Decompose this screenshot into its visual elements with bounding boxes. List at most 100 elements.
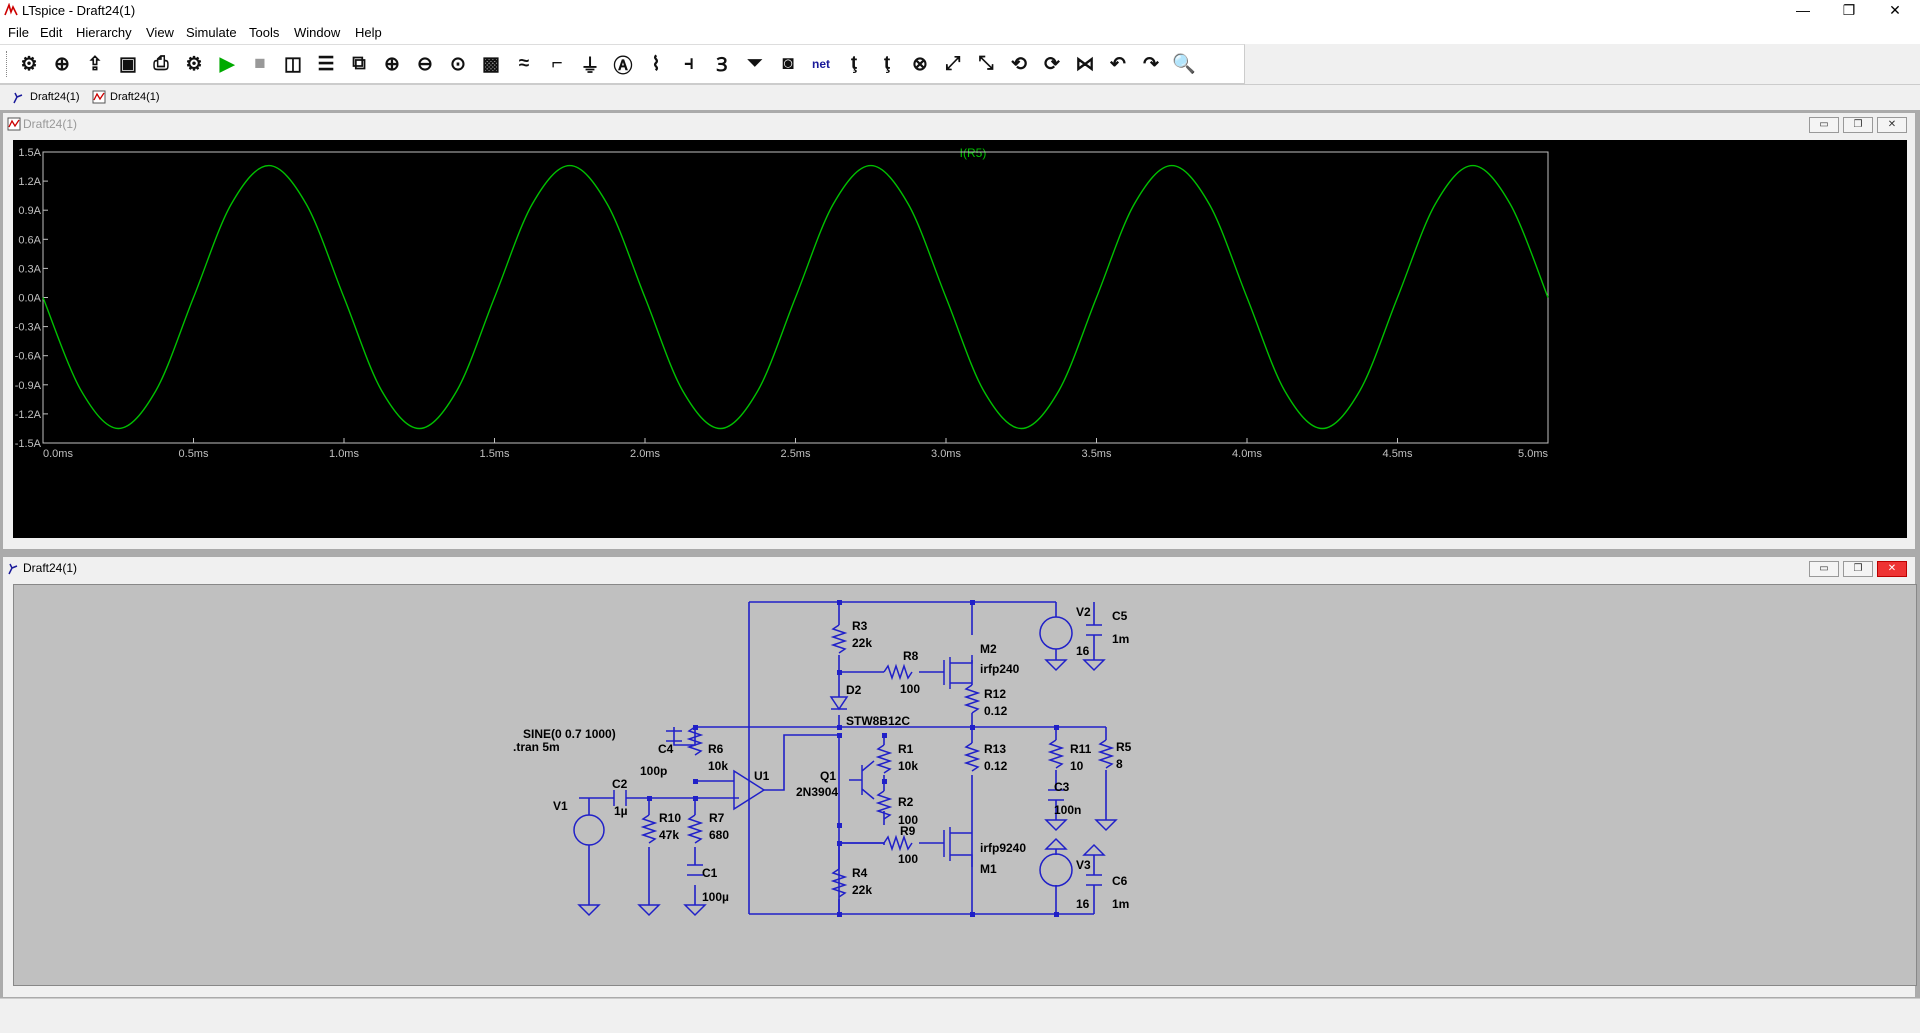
value-R9[interactable]: 100 <box>898 852 918 866</box>
move-icon[interactable]: ţ <box>850 53 858 74</box>
value-C6[interactable]: 1m <box>1112 897 1129 911</box>
schematic-close-button[interactable]: ✕ <box>1877 561 1907 577</box>
menu-window[interactable]: Window <box>294 25 341 40</box>
menu-help[interactable]: Help <box>355 25 382 40</box>
value-R6[interactable]: 10k <box>708 759 728 773</box>
net-icon[interactable]: net <box>812 57 830 71</box>
autorange-icon[interactable]: ≈ <box>518 53 530 74</box>
menu-hierarchy[interactable]: Hierarchy <box>76 25 132 40</box>
tile-vertical-icon[interactable]: ◫ <box>284 53 302 75</box>
tile-horizontal-icon[interactable]: ☰ <box>317 53 335 75</box>
schematic-restore-button[interactable]: ❐ <box>1843 561 1873 577</box>
ground-icon[interactable]: ⏚ <box>580 55 600 77</box>
menu-edit[interactable]: Edit <box>40 25 63 40</box>
label-C2[interactable]: C2 <box>612 777 628 791</box>
label-R11[interactable]: R11 <box>1070 742 1092 756</box>
schematic-minimize-button[interactable]: ▭ <box>1809 561 1839 577</box>
directive-tran[interactable]: .tran 5m <box>513 740 560 754</box>
label-C6[interactable]: C6 <box>1112 874 1128 888</box>
capacitor-icon[interactable]: ⫞ <box>684 53 694 74</box>
value-C4[interactable]: 100p <box>640 764 667 778</box>
play-icon[interactable]: ▶ <box>219 53 235 75</box>
value-M1[interactable]: irfp9240 <box>980 841 1026 855</box>
undo-icon[interactable]: ↶ <box>1110 53 1126 75</box>
label-M1[interactable]: M1 <box>980 862 997 876</box>
zoom-in-icon[interactable]: ⊕ <box>384 53 400 75</box>
label-C4[interactable]: C4 <box>658 742 674 756</box>
label-R4[interactable]: R4 <box>852 866 868 880</box>
value-C1[interactable]: 100µ <box>702 890 729 904</box>
maximize-button[interactable]: ❐ <box>1842 2 1856 18</box>
find-icon[interactable]: 🔍 <box>1172 54 1196 75</box>
value-M2[interactable]: irfp240 <box>980 662 1020 676</box>
label-R10[interactable]: R10 <box>659 811 681 825</box>
series-line-I(R5)[interactable] <box>42 164 1549 430</box>
waveform-minimize-button[interactable]: ▭ <box>1809 117 1839 133</box>
wire-icon[interactable]: ⌐ <box>551 53 563 74</box>
value-C5[interactable]: 1m <box>1112 632 1129 646</box>
value-R2[interactable]: 100 <box>898 813 918 827</box>
value-R5[interactable]: 8 <box>1116 757 1123 771</box>
copy-icon[interactable]: ⤢ <box>945 53 961 74</box>
delete-icon[interactable]: ⊗ <box>912 53 928 75</box>
open-icon[interactable]: ⇪ <box>87 53 103 75</box>
zoom-out-icon[interactable]: ⊖ <box>417 53 433 75</box>
close-button[interactable]: ✕ <box>1889 2 1901 18</box>
menu-simulate[interactable]: Simulate <box>186 25 237 40</box>
label-R5[interactable]: R5 <box>1116 740 1132 754</box>
value-R7[interactable]: 680 <box>709 828 729 842</box>
value-Q1[interactable]: 2N3904 <box>796 785 838 799</box>
inductor-icon[interactable]: Ɜ <box>716 55 728 76</box>
label-R2[interactable]: R2 <box>898 795 914 809</box>
diode-icon[interactable]: ⏷ <box>747 53 763 74</box>
label-C3[interactable]: C3 <box>1054 780 1070 794</box>
schematic-canvas[interactable]: SINE(0 0.7 1000) .tran 5m R3 22k R8 100 … <box>13 584 1917 986</box>
waveform-close-button[interactable]: ✕ <box>1877 117 1907 133</box>
label-R7[interactable]: R7 <box>709 811 725 825</box>
label-M2[interactable]: M2 <box>980 642 997 656</box>
redo-icon[interactable]: ↷ <box>1143 53 1159 75</box>
minimize-button[interactable]: — <box>1796 2 1810 18</box>
mirror-icon[interactable]: ⟳ <box>1044 53 1060 75</box>
menu-file[interactable]: File <box>8 25 29 40</box>
label-V2[interactable]: V2 <box>1076 605 1091 619</box>
drag-icon[interactable]: ţ <box>883 53 891 74</box>
value-V3[interactable]: 16 <box>1076 897 1090 911</box>
value-R10[interactable]: 47k <box>659 828 679 842</box>
value-V2[interactable]: 16 <box>1076 644 1090 658</box>
label-R12[interactable]: R12 <box>984 687 1006 701</box>
label-C5[interactable]: C5 <box>1112 609 1128 623</box>
control-panel-icon[interactable]: ⚙ <box>20 53 38 75</box>
schematic-window-titlebar[interactable]: Draft24(1) ▭ ❐ ✕ <box>3 557 1915 579</box>
menu-tools[interactable]: Tools <box>249 25 280 40</box>
waveform-plot[interactable]: I(R5) 1.5A1.2A0.9A0.6A0.3A0.0A-0.3A-0.6A… <box>13 140 1907 538</box>
trace-label[interactable]: I(R5) <box>960 146 987 160</box>
resistor-icon[interactable]: ⌇ <box>651 53 661 75</box>
value-R4[interactable]: 22k <box>852 883 872 897</box>
label-Q1[interactable]: Q1 <box>820 769 836 783</box>
toolbar-grip[interactable] <box>6 51 10 77</box>
value-R1[interactable]: 10k <box>898 759 918 773</box>
waveform-restore-button[interactable]: ❐ <box>1843 117 1873 133</box>
schematic-drawing[interactable]: SINE(0 0.7 1000) .tran 5m R3 22k R8 100 … <box>14 585 1916 985</box>
label-V3[interactable]: V3 <box>1076 858 1091 872</box>
components[interactable] <box>573 616 1118 917</box>
run-icon[interactable]: ⚙ <box>185 53 203 75</box>
flip-icon[interactable]: ⋈ <box>1075 53 1095 75</box>
halt-icon[interactable]: ■ <box>254 53 266 74</box>
value-D2[interactable]: STW8B12C <box>846 714 910 728</box>
value-R8[interactable]: 100 <box>900 682 920 696</box>
label-R6[interactable]: R6 <box>708 742 724 756</box>
value-C3[interactable]: 100n <box>1054 803 1081 817</box>
label-R9[interactable]: R9 <box>900 824 916 838</box>
value-R13[interactable]: 0.12 <box>984 759 1008 773</box>
label-R8[interactable]: R8 <box>903 649 919 663</box>
tab-waveform[interactable]: Draft24(1) <box>92 90 160 104</box>
tab-schematic[interactable]: Draft24(1) <box>12 90 80 104</box>
value-C2[interactable]: 1µ <box>614 804 628 818</box>
label-C1[interactable]: C1 <box>702 866 718 880</box>
value-R11[interactable]: 10 <box>1070 759 1084 773</box>
label-U1[interactable]: U1 <box>754 769 770 783</box>
zoom-fit-icon[interactable]: ⊙ <box>450 53 466 75</box>
value-R12[interactable]: 0.12 <box>984 704 1008 718</box>
